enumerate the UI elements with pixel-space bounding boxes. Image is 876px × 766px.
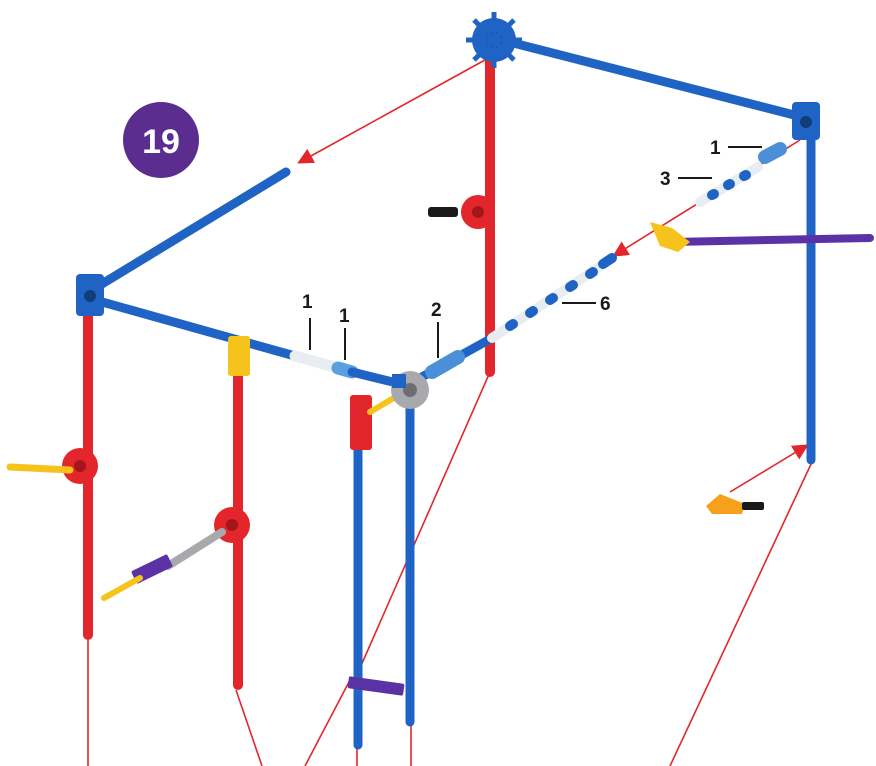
left-inner-post <box>101 336 250 690</box>
hub-left <box>76 274 104 316</box>
step-number: 19 <box>142 123 180 161</box>
red-connector-left <box>62 448 98 484</box>
yellow-rod-left <box>6 463 74 474</box>
right-clip-assembly <box>650 222 874 252</box>
step-badge-circle <box>123 102 199 178</box>
top-rod-back-right <box>489 33 811 123</box>
callout-leaders <box>309 146 762 360</box>
side-rod-assembly <box>415 253 617 383</box>
back-top-frame <box>87 33 811 295</box>
purple-connector-bottom <box>347 676 405 696</box>
upper-right-parts <box>695 142 787 207</box>
purple-rod-right <box>668 234 874 246</box>
blue-connector-2 <box>425 350 465 379</box>
red-connector-back <box>428 195 495 229</box>
front-top-rod <box>90 295 410 390</box>
back-center-post <box>428 43 495 377</box>
yellow-rod-lower <box>101 575 143 601</box>
left-outer-post <box>6 290 98 640</box>
white-rod-front <box>289 350 344 374</box>
hub-top-center <box>466 12 522 68</box>
loose-yellow-connector <box>706 494 764 514</box>
callout-label-c: 2 <box>431 300 442 321</box>
callout-label-e: 1 <box>710 138 721 159</box>
step-badge: 19 <box>123 102 199 178</box>
hub-connectors <box>76 12 820 409</box>
hub-top-right <box>792 102 820 140</box>
front-center-posts <box>347 383 415 750</box>
blue-connector-1-right <box>758 142 787 164</box>
top-rod-back-left <box>87 167 291 295</box>
callout-label-b: 1 <box>339 306 350 327</box>
red-clip-front <box>350 395 372 450</box>
callout-label-a: 1 <box>302 292 313 313</box>
gray-rod <box>164 528 226 570</box>
callout-label-d: 6 <box>600 294 611 315</box>
guide-lines <box>87 54 813 766</box>
yellow-clip-top <box>228 336 250 376</box>
hub-front-center <box>391 371 429 409</box>
callout-label-f: 3 <box>660 169 671 190</box>
